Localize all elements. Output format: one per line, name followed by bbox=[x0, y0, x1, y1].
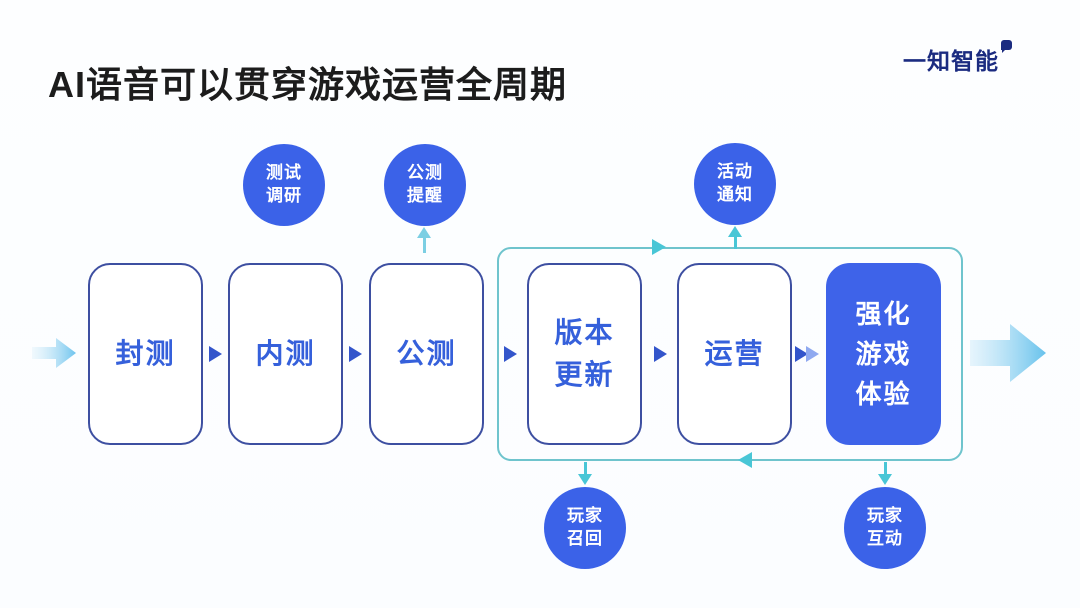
callout-line: 公测 bbox=[407, 163, 443, 183]
flow-double-arrow-icon bbox=[806, 346, 819, 362]
stage-label-line: 游戏 bbox=[855, 338, 912, 369]
flow-arrow-icon bbox=[654, 346, 667, 362]
callout-line: 活动 bbox=[717, 162, 753, 182]
group-return-arrow-icon bbox=[738, 452, 752, 468]
down-arrow-icon bbox=[578, 474, 592, 485]
flow-arrow-icon bbox=[504, 346, 517, 362]
operation-phase-group bbox=[497, 247, 963, 461]
stage-closed-beta: 封测 bbox=[88, 263, 203, 445]
stage-label: 公测 bbox=[396, 338, 457, 369]
callout-player-recall: 玩家 召回 bbox=[544, 487, 626, 569]
stage-enhance-experience: 强化 游戏 体验 bbox=[826, 263, 941, 445]
up-arrow-icon bbox=[417, 227, 431, 238]
callout-event-notice: 活动 通知 bbox=[694, 143, 776, 225]
down-arrow-icon bbox=[884, 462, 887, 475]
stage-internal-beta: 内测 bbox=[228, 263, 343, 445]
callout-line: 调研 bbox=[266, 186, 302, 205]
group-forward-arrow-icon bbox=[652, 239, 666, 255]
page-title: AI语音可以贯穿游戏运营全周期 bbox=[48, 64, 568, 105]
stage-label: 运营 bbox=[704, 338, 765, 369]
brand-logo-text: 一知智能 bbox=[903, 48, 999, 74]
stage-label-line: 体验 bbox=[855, 379, 912, 410]
stage-version-update: 版本 更新 bbox=[527, 263, 642, 445]
brand-logo: 一知智能 bbox=[903, 40, 1012, 76]
down-arrow-icon bbox=[878, 474, 892, 485]
entry-arrow-icon bbox=[32, 338, 76, 368]
flow-arrow-icon bbox=[209, 346, 222, 362]
stage-label: 内测 bbox=[255, 338, 316, 369]
stage-operation: 运营 bbox=[677, 263, 792, 445]
up-arrow-icon bbox=[423, 238, 426, 253]
up-arrow-icon bbox=[728, 226, 742, 237]
callout-line: 互动 bbox=[867, 529, 903, 548]
callout-line: 通知 bbox=[717, 185, 753, 204]
callout-player-interaction: 玩家 互动 bbox=[844, 487, 926, 569]
down-arrow-icon bbox=[584, 462, 587, 475]
flow-double-arrow-icon bbox=[795, 346, 808, 362]
callout-line: 提醒 bbox=[407, 186, 443, 205]
callout-line: 测试 bbox=[266, 163, 302, 183]
callout-line: 玩家 bbox=[567, 506, 603, 526]
stage-label: 封测 bbox=[115, 338, 176, 369]
speech-bubble-icon bbox=[1001, 40, 1012, 53]
stage-open-beta: 公测 bbox=[369, 263, 484, 445]
stage-label-line: 版本 bbox=[554, 317, 615, 348]
stage-label-line: 强化 bbox=[855, 298, 912, 329]
up-arrow-icon bbox=[734, 236, 737, 249]
stage-label-line: 更新 bbox=[554, 359, 615, 390]
callout-test-research: 测试 调研 bbox=[243, 144, 325, 226]
exit-arrow-icon bbox=[970, 324, 1046, 382]
callout-line: 玩家 bbox=[867, 506, 903, 526]
callout-line: 召回 bbox=[567, 529, 603, 548]
callout-beta-reminder: 公测 提醒 bbox=[384, 144, 466, 226]
flow-arrow-icon bbox=[349, 346, 362, 362]
